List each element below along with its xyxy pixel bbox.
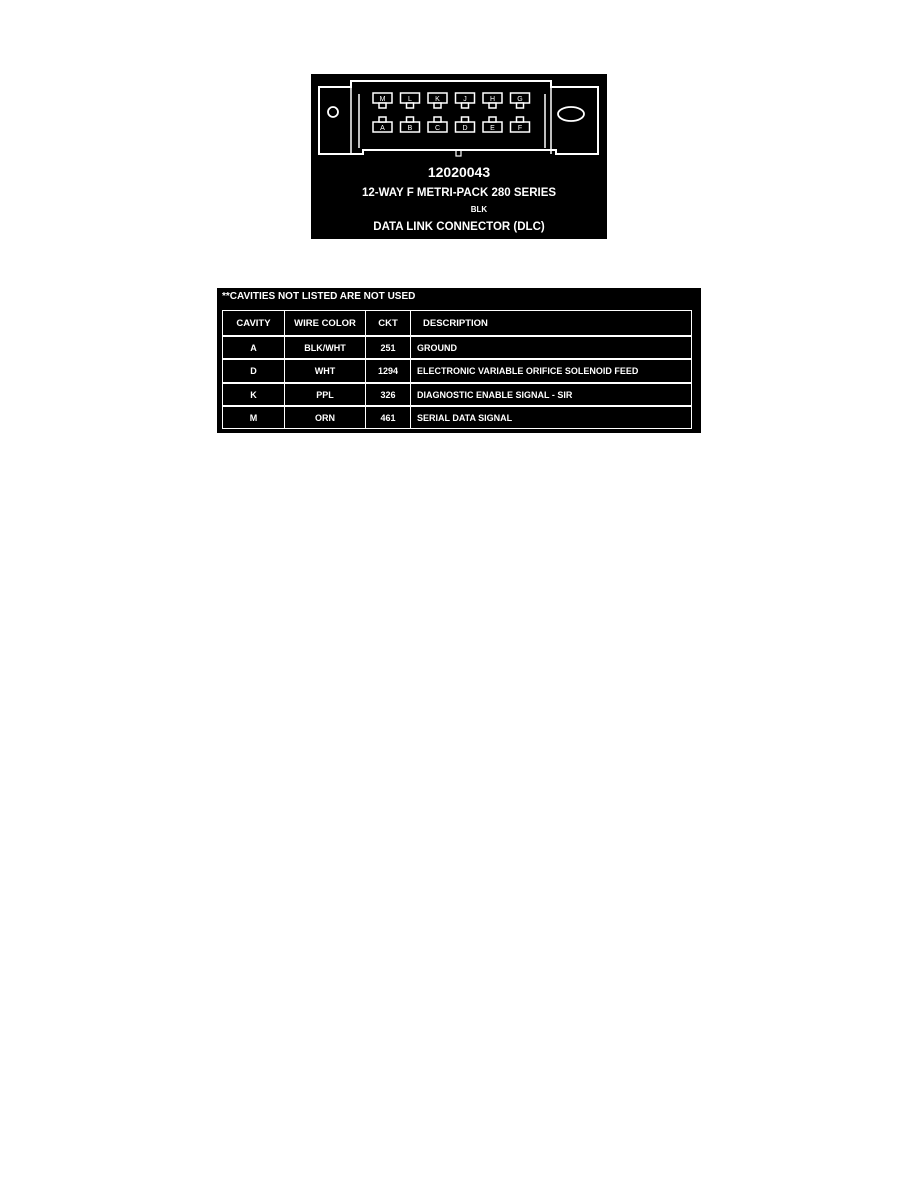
connector-color-label: BLK (470, 205, 488, 214)
pin-label: K (435, 96, 440, 103)
connector-name-label: DATA LINK CONNECTOR (DLC) (373, 221, 545, 233)
pin-label: D (462, 125, 467, 132)
pin-cavity-b: B (399, 116, 421, 133)
pin-cavity-e: E (482, 116, 503, 133)
pin-cavity-j: J (454, 92, 476, 109)
pin-label: B (408, 125, 413, 132)
cell-description: ELECTRONIC VARIABLE ORIFICE SOLENOID FEE… (410, 359, 692, 383)
header-description: DESCRIPTION (410, 310, 692, 336)
pin-label: H (490, 96, 495, 103)
connector-type-label: 12-WAY F METRI-PACK 280 SERIES (361, 187, 557, 199)
header-wire-color: WIRE COLOR (284, 310, 366, 336)
left-mounting-hole (327, 106, 339, 118)
header-cavity: CAVITY (222, 310, 285, 336)
cell-wire-color: WHT (284, 359, 366, 383)
cell-description: DIAGNOSTIC ENABLE SIGNAL - SIR (410, 383, 692, 406)
cell-ckt: 251 (365, 336, 411, 359)
pin-cavity-c: C (427, 116, 448, 133)
cell-ckt: 326 (365, 383, 411, 406)
cell-cavity: A (222, 336, 285, 359)
pin-label: A (380, 125, 385, 132)
table-note: **CAVITIES NOT LISTED ARE NOT USED (222, 291, 416, 302)
pin-cavity-h: H (482, 92, 503, 109)
cell-wire-color: PPL (284, 383, 366, 406)
connector-body-outline (318, 80, 599, 155)
pin-cavity-a: A (372, 116, 393, 133)
cell-cavity: K (222, 383, 285, 406)
pin-label: G (517, 96, 522, 103)
header-ckt: CKT (365, 310, 411, 336)
cell-wire-color: BLK/WHT (284, 336, 366, 359)
cell-cavity: M (222, 406, 285, 429)
pin-label: M (380, 96, 386, 103)
connector-key-tab (455, 149, 462, 157)
cell-description: GROUND (410, 336, 692, 359)
cell-ckt: 461 (365, 406, 411, 429)
cell-ckt: 1294 (365, 359, 411, 383)
cell-cavity: D (222, 359, 285, 383)
cavity-table: **CAVITIES NOT LISTED ARE NOT USED CAVIT… (217, 288, 701, 433)
pin-cavity-m: M (372, 92, 393, 109)
pin-cavity-d: D (454, 116, 476, 133)
connector-diagram: M L K J H G A B C D E F 12020043 12-WAY F METRI-PAC… (311, 74, 607, 239)
pin-label: F (518, 125, 522, 132)
right-mounting-hole (557, 106, 585, 122)
pin-cavity-k: K (427, 92, 448, 109)
pin-cavity-l: L (399, 92, 421, 109)
pin-label: J (463, 96, 467, 103)
pin-label: L (408, 96, 412, 103)
pin-cavity-g: G (509, 92, 531, 109)
cell-description: SERIAL DATA SIGNAL (410, 406, 692, 429)
connector-part-number: 12020043 (427, 164, 491, 180)
pin-cavity-f: F (509, 116, 531, 133)
cell-wire-color: ORN (284, 406, 366, 429)
connector-drawing: M L K J H G A B C D E F (318, 80, 599, 157)
pin-label: E (490, 125, 495, 132)
pin-label: C (435, 125, 440, 132)
pin-cavities: M L K J H G A B C D E F (372, 92, 531, 133)
